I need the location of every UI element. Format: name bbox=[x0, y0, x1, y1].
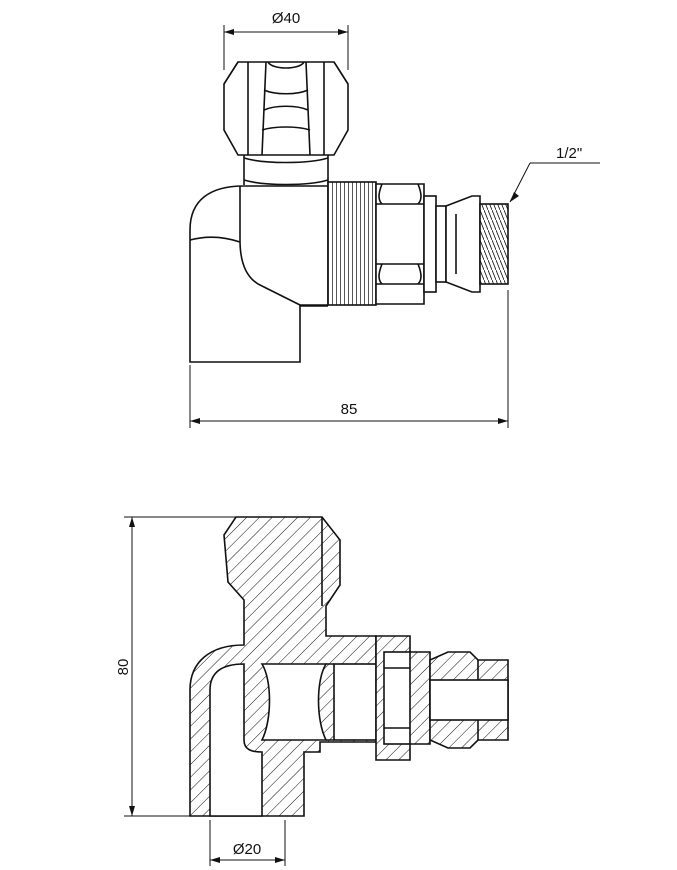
tailpiece-section bbox=[429, 651, 509, 749]
handwheel-knob bbox=[223, 61, 349, 186]
union-nut bbox=[375, 183, 447, 305]
length-label: 85 bbox=[341, 401, 358, 418]
thread-size-label: 1/2" bbox=[556, 145, 582, 162]
knob-diameter-dimension: Ø40 bbox=[223, 10, 349, 70]
elevation-view: Ø40 bbox=[189, 10, 600, 428]
knob-diameter-label: Ø40 bbox=[272, 10, 300, 27]
body-section bbox=[189, 516, 377, 817]
socket-diameter-dimension: Ø20 bbox=[209, 820, 286, 866]
tailpiece bbox=[445, 195, 509, 293]
section-view: 80 Ø20 bbox=[115, 516, 509, 866]
height-dimension: 80 bbox=[115, 516, 236, 817]
length-dimension: 85 bbox=[189, 290, 509, 428]
union-nut-section bbox=[375, 635, 431, 761]
socket-diameter-label: Ø20 bbox=[233, 841, 261, 858]
valve-body bbox=[189, 185, 329, 363]
ribbed-ring bbox=[327, 181, 377, 306]
height-label: 80 bbox=[115, 659, 132, 676]
thread-size-callout: 1/2" bbox=[509, 145, 600, 203]
